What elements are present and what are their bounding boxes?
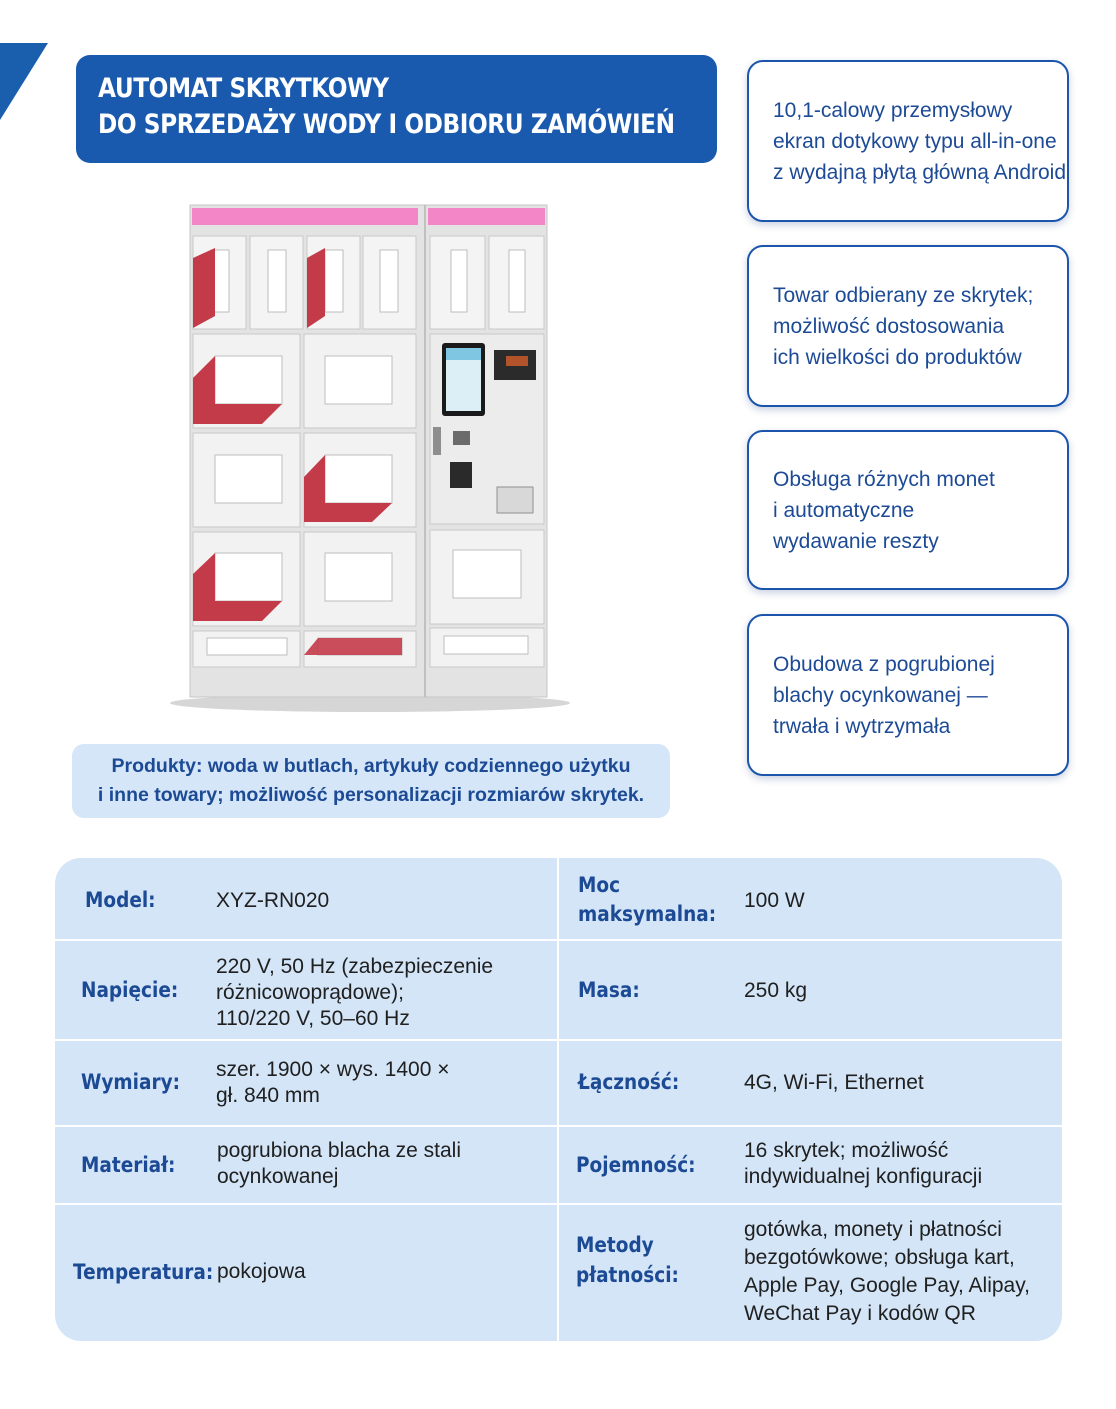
feature-line: Obudowa z pogrubionej (773, 652, 995, 676)
spec-value-payment-line: WeChat Pay i kodów QR (744, 1302, 976, 1325)
corner-accent (0, 43, 48, 120)
spec-value-material-line: pogrubiona blacha ze stali (217, 1139, 462, 1162)
locker-machine-image (170, 204, 570, 712)
specs-row-divider (55, 939, 1062, 941)
feature-line: i automatyczne (773, 498, 915, 522)
specs-row-divider (55, 1125, 1062, 1127)
spec-label-connectivity: Łączność: (578, 1070, 680, 1094)
spec-value-mass: 250 kg (744, 979, 808, 1002)
spec-value-dimensions-line: szer. 1900 × wys. 1400 × (216, 1058, 450, 1081)
page-title: AUTOMAT SKRYTKOWY DO SPRZEDAŻY WODY I OD… (76, 55, 717, 163)
spec-value-voltage-line: różnicowoprądowe); (216, 981, 404, 1004)
spec-label-mass: Masa: (578, 978, 640, 1002)
spec-value-capacity-line: indywidualnej konfiguracji (744, 1165, 983, 1188)
spec-value-payment-line: Apple Pay, Google Pay, Alipay, (744, 1274, 1031, 1297)
spec-label-power-line: maksymalna: (578, 902, 717, 926)
spec-label-material: Materiał: (81, 1153, 176, 1177)
specs-table: Model: XYZ-RN020 Napięcie: 220 V, 50 Hz … (55, 858, 1062, 1341)
feature-line: ekran dotykowy typu all-in-one (773, 129, 1057, 153)
feature-line: Towar odbierany ze skrytek; (773, 283, 1034, 307)
spec-value-capacity-line: 16 skrytek; możliwość (744, 1139, 949, 1162)
spec-label-model: Model: (85, 888, 156, 912)
spec-value-dimensions-line: gł. 840 mm (216, 1084, 320, 1107)
spec-label-voltage: Napięcie: (81, 978, 179, 1002)
spec-value-model: XYZ-RN020 (216, 889, 330, 912)
feature-line: Obsługa różnych monet (773, 467, 995, 491)
spec-value-material-line: ocynkowanej (217, 1165, 339, 1188)
feature-line: trwała i wytrzymała (773, 714, 951, 738)
spec-value-payment-line: bezgotówkowe; obsługa kart, (744, 1246, 1015, 1269)
spec-label-payment-line: płatności: (576, 1263, 679, 1287)
spec-value-voltage-line: 220 V, 50 Hz (zabezpieczenie (216, 955, 494, 978)
specs-row-divider (55, 1039, 1062, 1041)
spec-label-payment-line: Metody (576, 1233, 654, 1257)
spec-label-temperature: Temperatura: (73, 1260, 214, 1284)
feature-box-lockers: Towar odbierany ze skrytek; możliwość do… (747, 245, 1069, 407)
feature-box-touchscreen: 10,1-calowy przemysłowy ekran dotykowy t… (747, 60, 1069, 222)
feature-line: blachy ocynkowanej — (773, 683, 988, 707)
feature-line: 10,1-calowy przemysłowy (773, 98, 1013, 122)
spec-value-connectivity: 4G, Wi-Fi, Ethernet (744, 1071, 924, 1094)
spec-value-payment-line: gotówka, monety i płatności (744, 1218, 1002, 1241)
specs-column-divider (557, 858, 559, 1341)
feature-box-housing: Obudowa z pogrubionej blachy ocynkowanej… (747, 614, 1069, 776)
feature-line: wydawanie reszty (773, 529, 939, 553)
spec-label-capacity: Pojemność: (576, 1153, 696, 1177)
spec-value-power: 100 W (744, 889, 805, 912)
feature-box-coins: Obsługa różnych monet i automatyczne wyd… (747, 430, 1069, 590)
products-note-line-2: i inne towary; możliwość personalizacji … (97, 784, 645, 806)
spec-value-temperature: pokojowa (217, 1260, 306, 1283)
feature-line: z wydajną płytą główną Android (773, 160, 1067, 184)
spec-label-dimensions: Wymiary: (81, 1070, 181, 1094)
spec-value-voltage-line: 110/220 V, 50–60 Hz (216, 1007, 410, 1030)
spec-label-power-line: Moc (578, 873, 621, 897)
title-line-2: DO SPRZEDAŻY WODY I ODBIORU ZAMÓWIEŃ (98, 109, 675, 140)
specs-row-divider (55, 1203, 1062, 1205)
products-note: Produkty: woda w butlach, artykuły codzi… (72, 744, 670, 818)
feature-line: ich wielkości do produktów (773, 345, 1022, 369)
feature-line: możliwość dostosowania (773, 314, 1005, 338)
products-note-line-1: Produkty: woda w butlach, artykuły codzi… (111, 755, 631, 777)
title-line-1: AUTOMAT SKRYTKOWY (98, 73, 389, 104)
